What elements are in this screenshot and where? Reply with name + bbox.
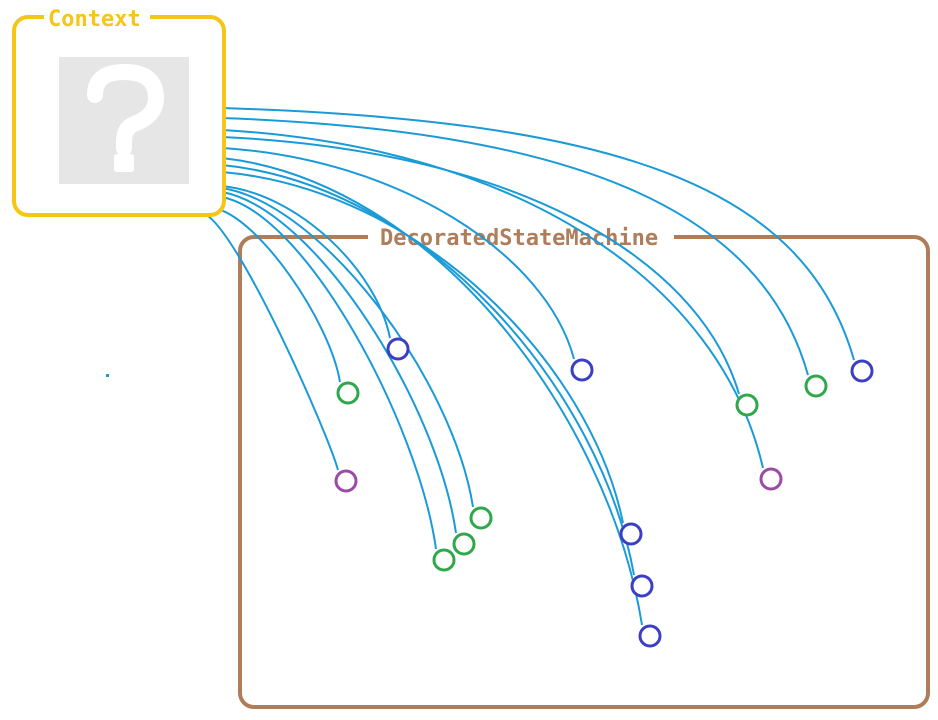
port-purple[interactable] — [334, 469, 358, 493]
edge-connection — [221, 117, 809, 376]
context-title: Context — [48, 7, 141, 32]
context-title-bg — [44, 4, 150, 32]
port-green[interactable] — [452, 532, 476, 556]
ports-layer — [334, 337, 874, 648]
edge-connection — [221, 136, 740, 395]
port-green[interactable] — [336, 381, 360, 405]
edge-connection — [221, 196, 437, 550]
port-green[interactable] — [432, 548, 456, 572]
port-blue[interactable] — [570, 358, 594, 382]
port-blue[interactable] — [850, 359, 874, 383]
port-purple[interactable] — [759, 467, 783, 491]
edge-connection — [221, 164, 635, 576]
port-green[interactable] — [469, 506, 493, 530]
edge-connection — [221, 171, 624, 524]
port-blue[interactable] — [630, 574, 654, 598]
edge-connection — [221, 147, 575, 360]
edge-connection — [221, 107, 855, 361]
edge-connection — [213, 207, 341, 383]
stray-dot — [106, 374, 109, 377]
question-mark-icon — [59, 57, 189, 184]
edge-connection — [221, 157, 643, 626]
port-green[interactable] — [804, 374, 828, 398]
port-blue[interactable] — [386, 337, 410, 361]
port-blue[interactable] — [638, 624, 662, 648]
edge-connection — [221, 187, 474, 508]
port-green[interactable] — [735, 393, 759, 417]
edges-layer — [202, 107, 855, 626]
edge-connection — [202, 212, 339, 471]
edge-connection — [221, 129, 764, 469]
edge-connection — [221, 191, 457, 534]
port-blue[interactable] — [619, 522, 643, 546]
